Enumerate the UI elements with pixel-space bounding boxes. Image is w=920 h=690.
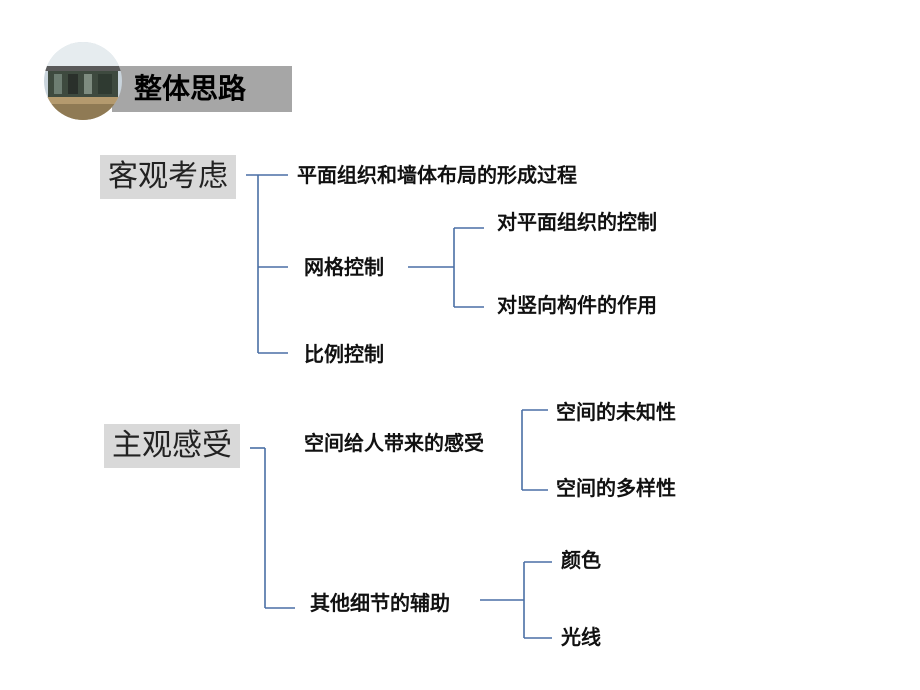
node-grid-control: 网格控制 <box>304 255 384 279</box>
node-grid-vertical-members: 对竖向构件的作用 <box>497 293 657 317</box>
page-title: 整体思路 <box>134 72 247 105</box>
node-space-unknown: 空间的未知性 <box>556 400 676 424</box>
building-photo-icon <box>44 42 122 120</box>
node-plan-formation: 平面组织和墙体布局的形成过程 <box>297 163 577 187</box>
group-label-subjective: 主观感受 <box>104 424 240 468</box>
node-color: 颜色 <box>561 548 601 572</box>
node-detail-aid: 其他细节的辅助 <box>310 591 450 615</box>
node-space-diversity: 空间的多样性 <box>556 476 676 500</box>
node-proportion-control: 比例控制 <box>304 342 384 366</box>
node-grid-plan-control: 对平面组织的控制 <box>497 210 657 234</box>
group-label-objective: 客观考虑 <box>100 155 236 199</box>
node-light: 光线 <box>561 625 601 649</box>
title-bar <box>112 66 292 112</box>
connector-group1-trunk <box>246 174 259 353</box>
node-space-feeling: 空间给人带来的感受 <box>304 431 484 455</box>
